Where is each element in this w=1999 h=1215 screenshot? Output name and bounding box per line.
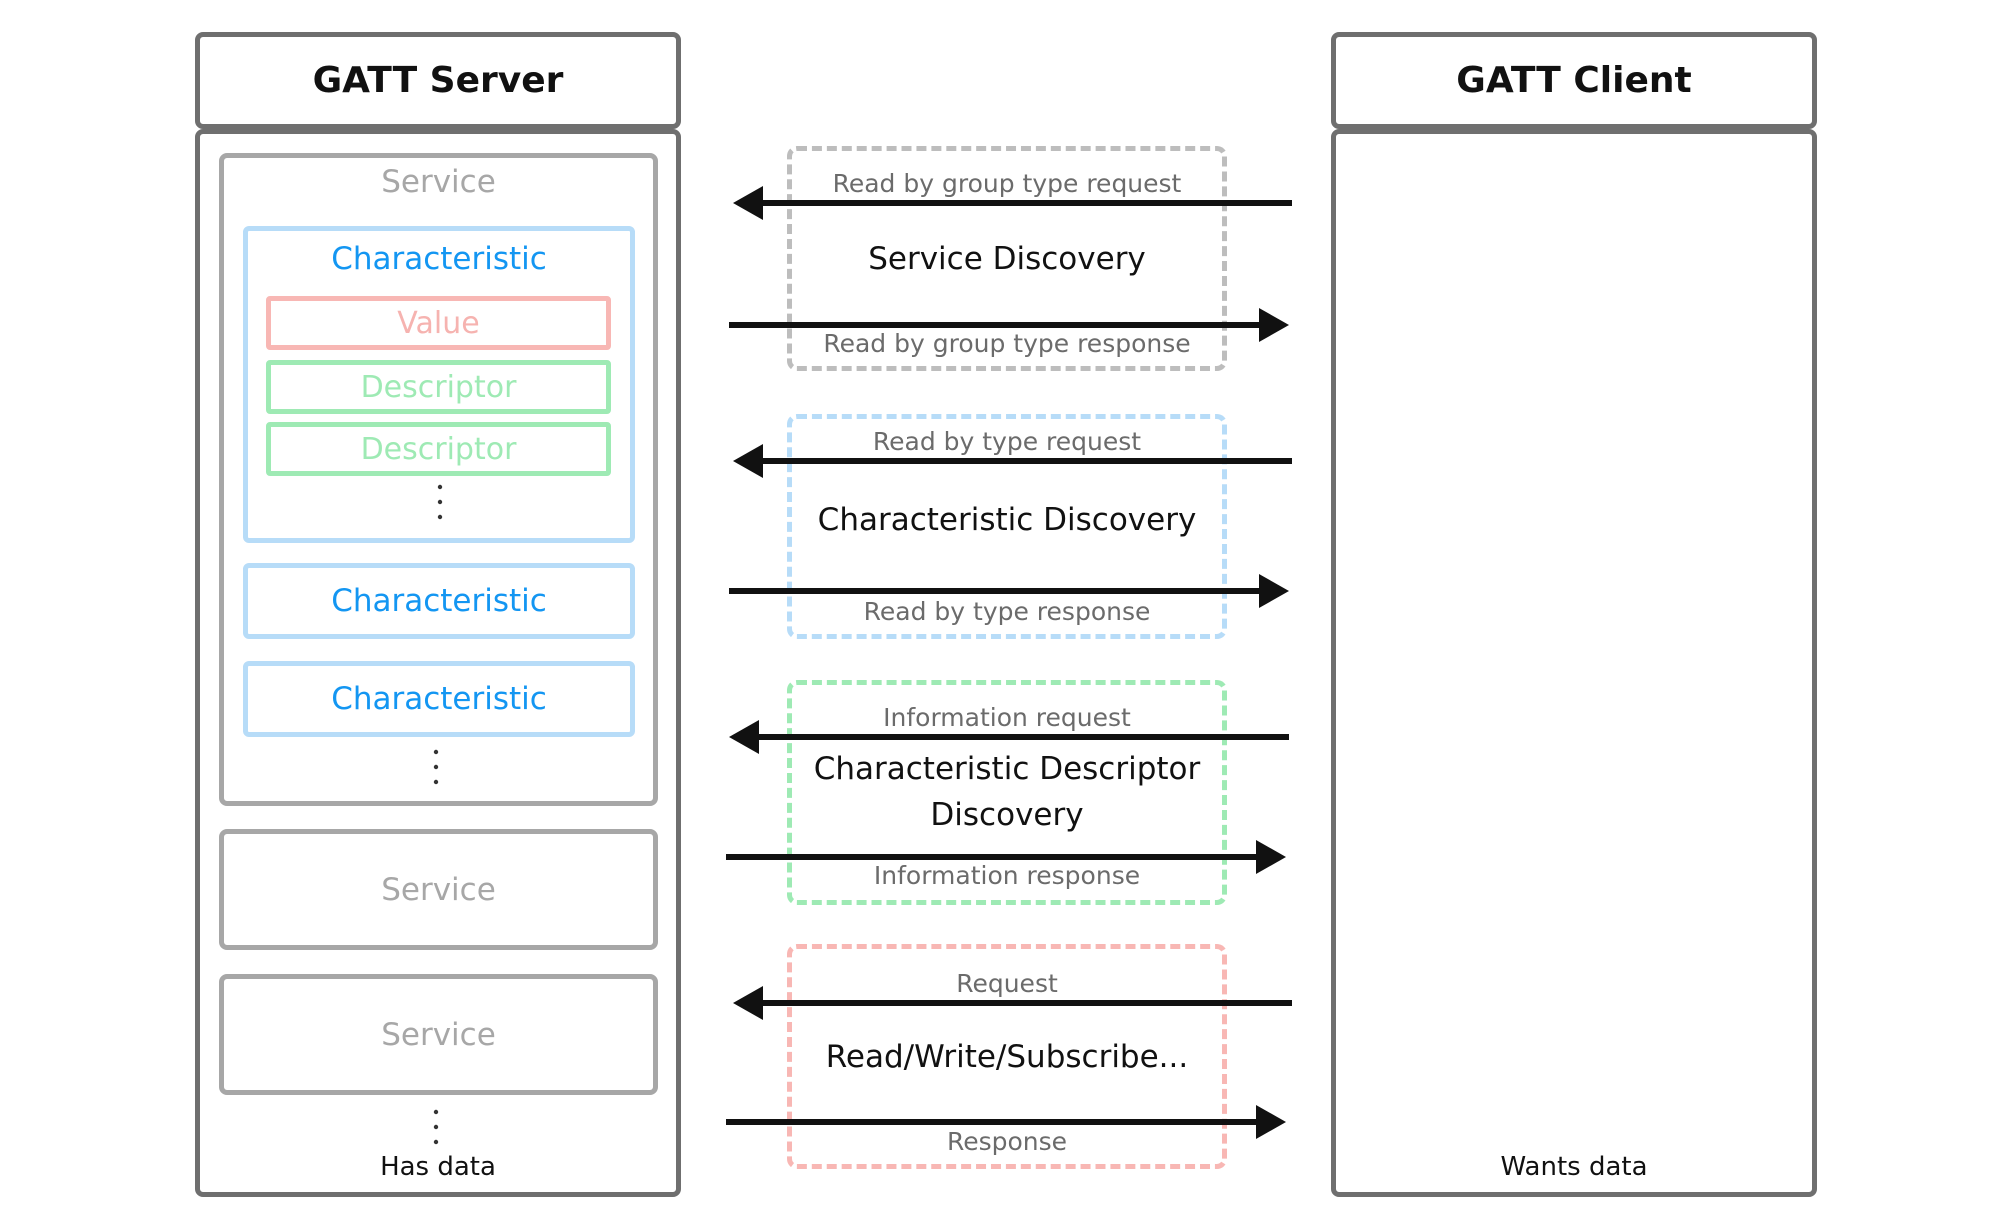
ellipsis-icon <box>436 482 444 532</box>
request-label: Information request <box>883 702 1131 732</box>
characteristic-label: Characteristic <box>331 681 547 717</box>
request-label: Read by group type request <box>832 168 1182 198</box>
service-box: Service <box>219 829 658 950</box>
read-write-subscribe-label: Read/Write/Subscribe... <box>825 1039 1189 1075</box>
value-box: Value <box>266 296 611 350</box>
response-label: Response <box>946 1126 1068 1156</box>
descriptor-discovery-label: Characteristic Descriptor Discovery <box>813 751 1201 833</box>
value-label: Value <box>397 305 480 341</box>
service-discovery-box <box>787 146 1227 371</box>
characteristic-box <box>243 226 635 543</box>
response-label: Information response <box>873 860 1141 890</box>
service-label: Service <box>381 1016 496 1053</box>
descriptor-box: Descriptor <box>266 360 611 414</box>
descriptor-box: Descriptor <box>266 422 611 476</box>
service-label: Service <box>381 164 496 200</box>
gatt-server-header: GATT Server <box>195 32 681 129</box>
arrow-head-icon <box>1259 308 1289 342</box>
server-footer: Has data <box>380 1152 496 1182</box>
gatt-client-header: GATT Client <box>1331 32 1817 129</box>
descriptor-discovery-box <box>787 680 1227 905</box>
arrow-head-icon <box>1256 1105 1286 1139</box>
response-label: Read by type response <box>863 596 1151 626</box>
arrow-head-icon <box>733 186 763 220</box>
client-footer: Wants data <box>1500 1152 1648 1182</box>
arrow-head-icon <box>733 444 763 478</box>
arrow-head-icon <box>1259 574 1289 608</box>
service-box <box>219 153 658 806</box>
gatt-client-title: GATT Client <box>1456 60 1692 101</box>
characteristic-label: Characteristic <box>331 241 547 277</box>
service-box: Service <box>219 974 658 1095</box>
request-label: Request <box>956 968 1058 998</box>
ellipsis-icon <box>432 747 440 797</box>
arrow-head-icon <box>733 986 763 1020</box>
gatt-server-title: GATT Server <box>312 60 564 101</box>
characteristic-label: Characteristic <box>331 583 547 619</box>
arrow-head-icon <box>729 720 759 754</box>
characteristic-box: Characteristic <box>243 661 635 737</box>
service-label: Service <box>381 871 496 908</box>
request-label: Read by type request <box>872 426 1142 456</box>
characteristic-box: Characteristic <box>243 563 635 639</box>
arrow-head-icon <box>1256 840 1286 874</box>
response-label: Read by group type response <box>823 328 1191 358</box>
gatt-server-panel <box>195 129 681 1197</box>
characteristic-discovery-box <box>787 414 1227 639</box>
gatt-client-panel <box>1331 129 1817 1197</box>
ellipsis-icon <box>432 1107 440 1157</box>
characteristic-discovery-label: Characteristic Discovery <box>817 502 1197 538</box>
read-write-subscribe-box <box>787 944 1227 1169</box>
descriptor-label: Descriptor <box>360 369 517 405</box>
service-discovery-label: Service Discovery <box>868 241 1146 277</box>
descriptor-label: Descriptor <box>360 431 517 467</box>
